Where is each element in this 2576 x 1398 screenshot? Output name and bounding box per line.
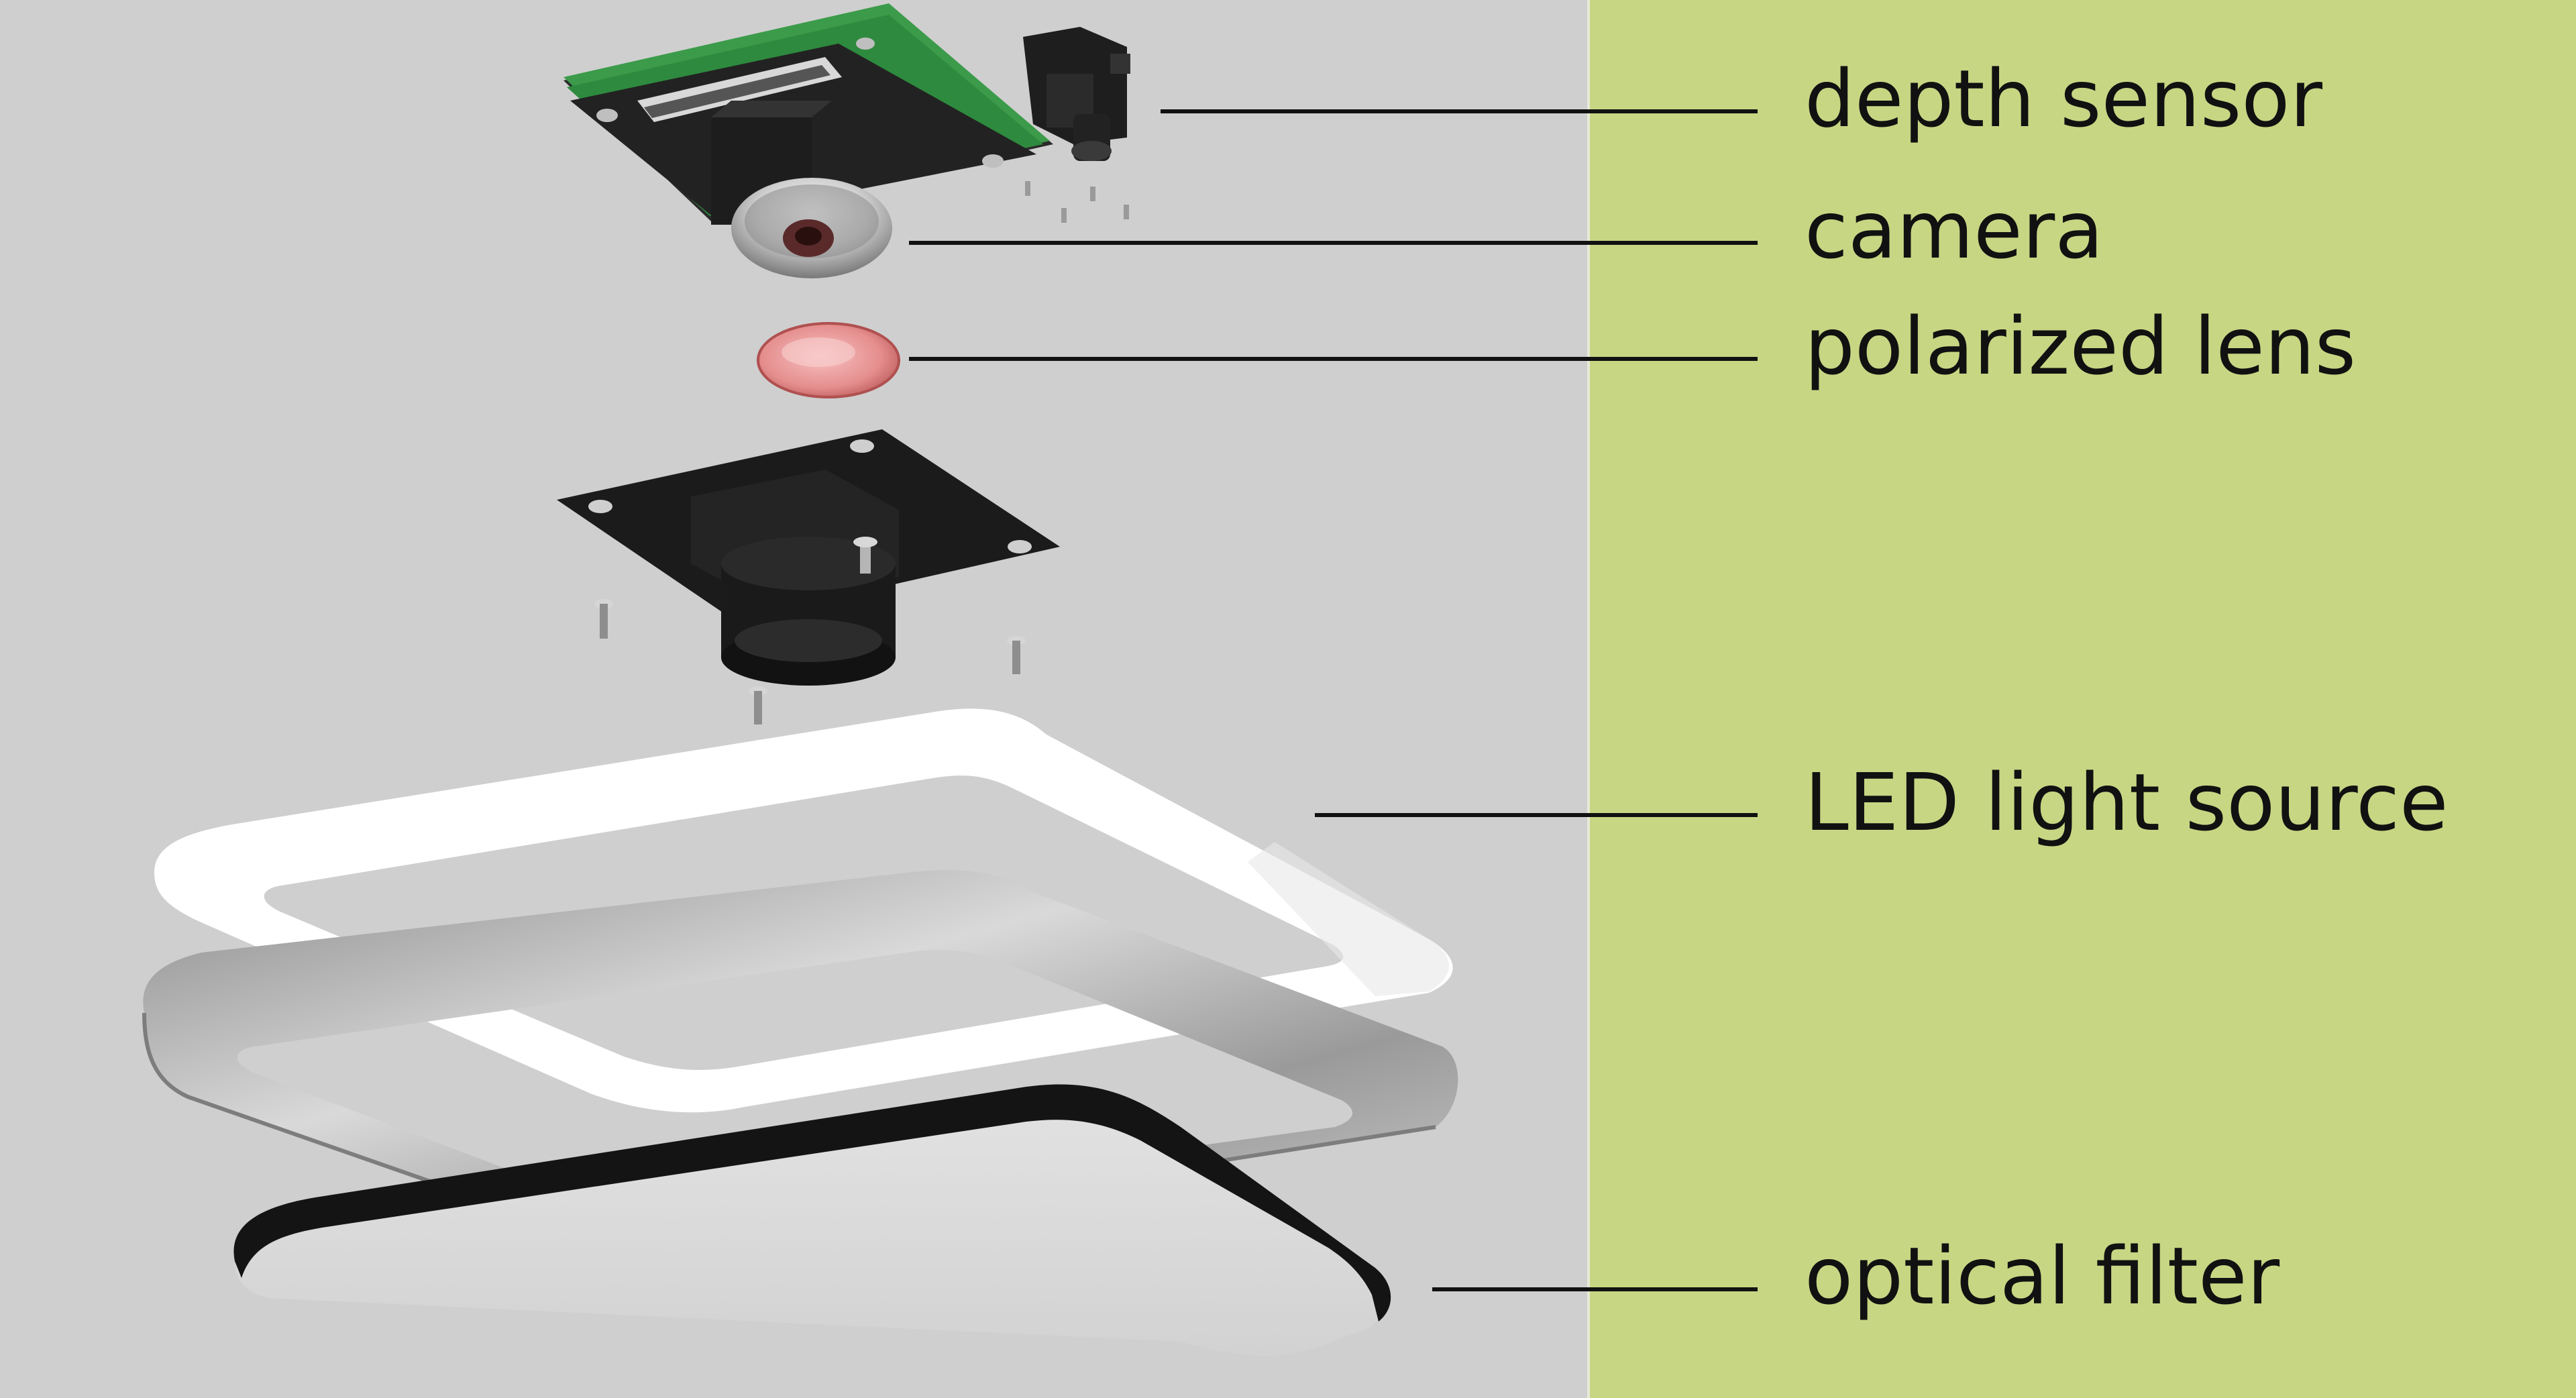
label-camera: camera: [1805, 184, 2104, 276]
sensor-screws: [1025, 181, 1129, 223]
camera-board-assembly: [564, 3, 1053, 278]
polarized-lens-part: [757, 322, 900, 398]
mount-screws: [594, 599, 1026, 724]
lens-mount-plate: [557, 429, 1060, 686]
depth-sensor-module: [1023, 27, 1130, 161]
label-panel: [1589, 0, 2576, 1398]
label-depth-sensor: depth sensor: [1805, 52, 2323, 145]
label-optical-filter: optical filter: [1805, 1230, 2280, 1322]
optical-filter-part: [233, 1084, 1391, 1356]
label-led-light-source: LED light source: [1805, 756, 2449, 849]
label-polarized-lens: polarized lens: [1805, 300, 2357, 392]
panel-divider: [1587, 0, 1590, 1398]
leader-lines: [909, 109, 1758, 1291]
